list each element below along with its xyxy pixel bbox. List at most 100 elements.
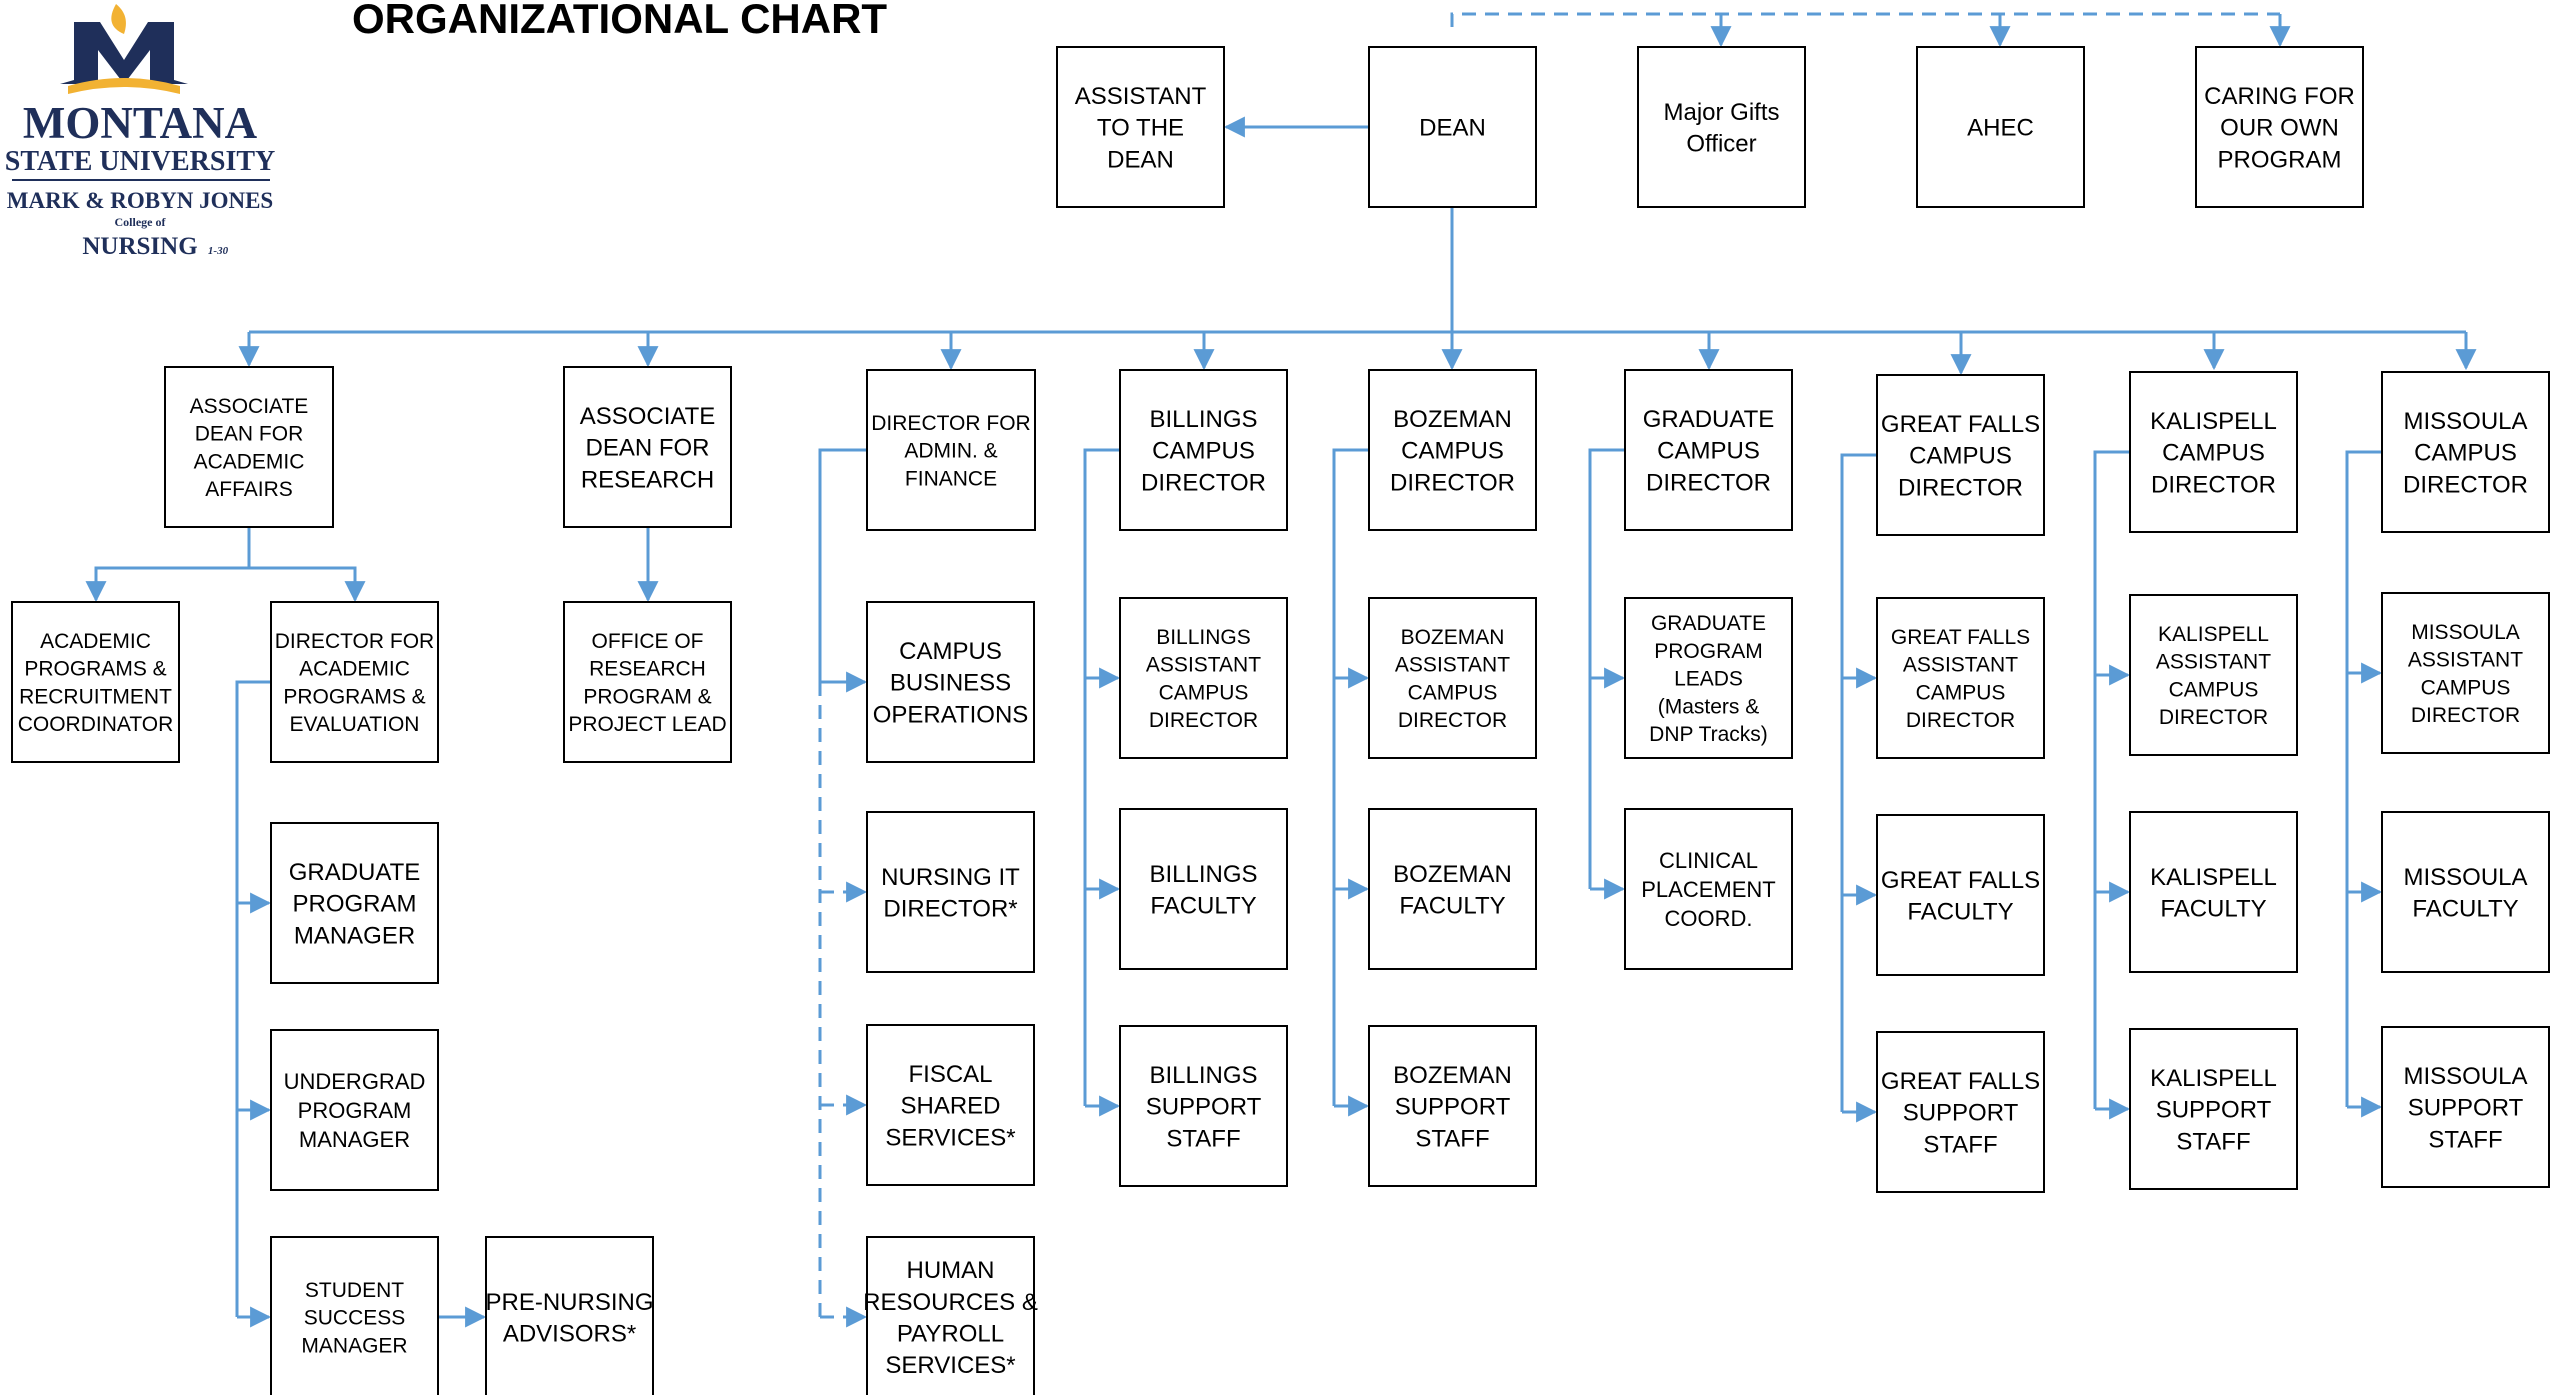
node-box	[270, 601, 439, 763]
node-label-line: STAFF	[1415, 1125, 1489, 1152]
node-label-line: BILLINGS	[1149, 861, 1257, 888]
node-box	[1876, 597, 2045, 759]
node-label-line: BOZEMAN	[1393, 861, 1512, 888]
node-label-line: SERVICES*	[885, 1352, 1015, 1379]
node-label-line: PROGRAM	[292, 891, 416, 918]
node-box	[1637, 46, 1806, 208]
node-box	[164, 366, 334, 528]
node-label-line: FACULTY	[2160, 895, 2266, 922]
node-box	[2129, 811, 2298, 973]
node-label-line: GREAT FALLS	[1881, 1068, 2040, 1095]
node-label-line: SUPPORT	[2408, 1095, 2524, 1122]
node-bozeman-dir: BOZEMAN CAMPUS DIRECTOR	[1368, 369, 1537, 531]
node-label-line: ADMIN. &	[904, 440, 997, 463]
node-label-line: EVALUATION	[290, 713, 420, 736]
node-label-line: KALISPELL	[2150, 1065, 2277, 1092]
node-label-line: CAMPUS	[1401, 438, 1504, 465]
node-label-line: STAFF	[1923, 1131, 1997, 1158]
connector-campus-trunk	[1588, 448, 1625, 889]
node-label-line: Officer	[1686, 130, 1756, 157]
node-label-line: OPERATIONS	[873, 701, 1029, 728]
node-box	[11, 601, 180, 763]
node-box	[270, 1029, 439, 1191]
node-label-line: SUPPORT	[2156, 1097, 2272, 1124]
node-label-line: DIRECTOR*	[883, 895, 1017, 922]
node-box	[485, 1236, 654, 1395]
node-label-line: PLACEMENT	[1641, 877, 1775, 902]
node-box	[866, 1024, 1035, 1186]
node-box	[2129, 594, 2298, 756]
connector-academic-right	[249, 566, 366, 603]
node-box	[866, 601, 1035, 763]
msu-logo: MONTANA STATE UNIVERSITY MARK & ROBYN JO…	[5, 4, 275, 260]
node-label-line: AHEC	[1967, 115, 2034, 142]
node-label-line: DEAN FOR	[195, 423, 304, 446]
node-label-line: CAMPUS	[1909, 443, 2012, 470]
logo-line5: NURSING	[82, 233, 197, 260]
node-box	[2129, 371, 2298, 533]
node-label-line: DNP Tracks)	[1649, 723, 1768, 746]
node-label-line: MANAGER	[301, 1334, 407, 1357]
node-box	[270, 822, 439, 984]
node-box	[1056, 46, 1225, 208]
logo-line3: MARK & ROBYN JONES	[7, 188, 273, 213]
connector-lines	[85, 12, 2477, 1328]
node-label-line: DIRECTOR	[1141, 469, 1266, 496]
node-box	[1119, 369, 1288, 531]
node-label-line: CAMPUS	[1657, 438, 1760, 465]
node-label-line: STAFF	[2176, 1128, 2250, 1155]
node-label-line: GRADUATE	[1651, 612, 1766, 635]
node-label-line: GRADUATE	[289, 859, 421, 886]
connector-campus-trunk	[1083, 448, 1120, 1106]
node-label-line: DIRECTOR FOR	[275, 630, 434, 653]
node-label-line: HUMAN	[907, 1257, 995, 1284]
node-label-line: FISCAL	[908, 1061, 992, 1088]
node-label-line: CAMPUS	[1408, 681, 1498, 704]
node-box	[1876, 814, 2045, 976]
node-label-line: KALISPELL	[2150, 864, 2277, 891]
node-label-line: PROGRAM &	[583, 685, 711, 708]
node-label-line: BILLINGS	[1156, 626, 1251, 649]
node-label-line: BOZEMAN	[1393, 406, 1512, 433]
node-label-line: ASSISTANT	[2156, 651, 2271, 674]
node-bozeman-asst: BOZEMAN ASSISTANT CAMPUS DIRECTOR	[1368, 597, 1537, 759]
node-label-line: DIRECTOR	[1398, 709, 1507, 732]
node-label-line: BOZEMAN	[1393, 1062, 1512, 1089]
node-label-line: CARING FOR	[2204, 83, 2355, 110]
node-label-line: CAMPUS	[2414, 440, 2517, 467]
node-box	[1916, 46, 2085, 208]
node-label-line: CAMPUS	[2162, 440, 2265, 467]
node-label-line: RESEARCH	[581, 466, 714, 493]
node-label-line: PRE-NURSING	[485, 1289, 653, 1316]
node-label-line: CAMPUS	[899, 638, 1002, 665]
node-box	[1368, 808, 1537, 970]
node-label-line: MANAGER	[299, 1127, 410, 1152]
node-box	[1624, 808, 1793, 970]
node-box	[866, 369, 1036, 531]
node-label-line: STAFF	[2428, 1126, 2502, 1153]
node-box	[1119, 1025, 1288, 1187]
node-box	[866, 1236, 1035, 1395]
node-box	[1119, 808, 1288, 970]
node-label-line: DIRECTOR	[1390, 469, 1515, 496]
node-label-line: ASSISTANT	[1395, 654, 1510, 677]
node-label-line: BOZEMAN	[1401, 626, 1505, 649]
node-dean: DEAN	[1368, 46, 1537, 208]
node-box	[1368, 597, 1537, 759]
node-label-line: ACADEMIC	[194, 450, 305, 473]
